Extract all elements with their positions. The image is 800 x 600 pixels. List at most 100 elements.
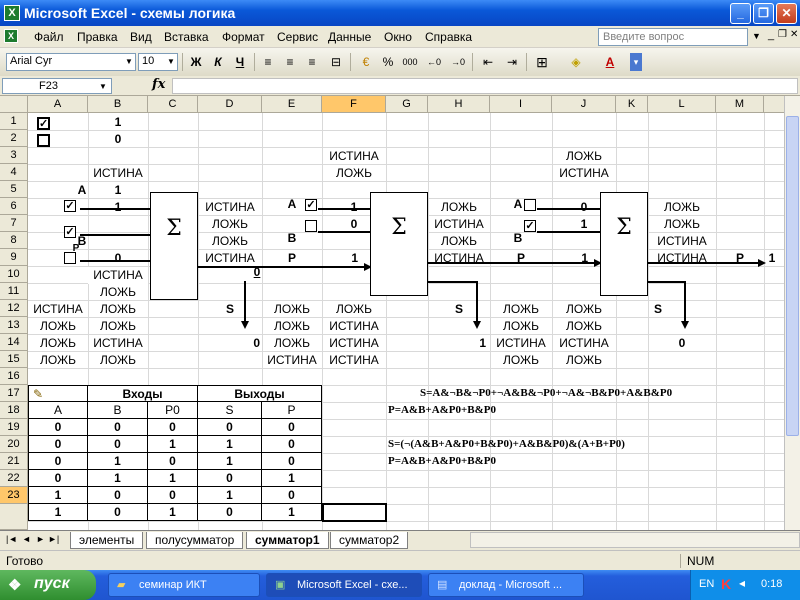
cell-f4[interactable]: ЛОЖЬ bbox=[336, 166, 372, 180]
tt-cell[interactable]: 1 bbox=[28, 487, 88, 504]
thousands-button[interactable]: 000 bbox=[402, 57, 418, 67]
merge-center-icon[interactable]: ⊟ bbox=[330, 55, 342, 69]
cell-e11[interactable]: ЛОЖЬ bbox=[274, 302, 310, 316]
cell-m8[interactable]: Р bbox=[735, 251, 744, 265]
cell-l7[interactable]: ИСТИНА bbox=[657, 234, 707, 248]
cell-f13[interactable]: ИСТИНА bbox=[329, 336, 379, 350]
tt-cell[interactable]: 0 bbox=[148, 419, 198, 436]
align-center-icon[interactable]: ≡ bbox=[286, 55, 294, 69]
row-header[interactable]: 22 bbox=[0, 470, 28, 487]
cell-a14[interactable]: ЛОЖЬ bbox=[40, 353, 76, 367]
column-header[interactable]: K bbox=[616, 96, 648, 113]
cell-j11[interactable]: ЛОЖЬ bbox=[566, 302, 602, 316]
tt-cell[interactable]: 0 bbox=[262, 487, 322, 504]
cell-i13[interactable]: ИСТИНА bbox=[496, 336, 546, 350]
column-header[interactable]: A bbox=[28, 96, 88, 113]
currency-icon[interactable]: € bbox=[362, 55, 370, 69]
cell-b8[interactable]: 0 bbox=[114, 251, 122, 265]
sheet-tab[interactable]: полусумматор bbox=[146, 532, 244, 549]
cell-d8[interactable]: ИСТИНА bbox=[205, 251, 255, 265]
selected-cell-f23[interactable] bbox=[322, 503, 387, 522]
row-header[interactable]: 16 bbox=[0, 368, 28, 385]
checkbox-true[interactable]: ✓ bbox=[37, 117, 50, 130]
cell-l6[interactable]: ЛОЖЬ bbox=[664, 217, 700, 231]
cell-j12[interactable]: ЛОЖЬ bbox=[566, 319, 602, 333]
cell-d7[interactable]: ЛОЖЬ bbox=[212, 234, 248, 248]
cell-b14[interactable]: ЛОЖЬ bbox=[100, 353, 136, 367]
sheet-tab-active[interactable]: сумматор1 bbox=[246, 532, 329, 549]
column-header[interactable]: B bbox=[88, 96, 148, 113]
last-sheet-icon[interactable]: ►| bbox=[48, 534, 60, 544]
formula-input[interactable] bbox=[172, 78, 798, 94]
next-sheet-icon[interactable]: ► bbox=[36, 534, 45, 544]
percent-button[interactable]: % bbox=[382, 55, 394, 69]
tt-cell[interactable]: 0 bbox=[28, 453, 88, 470]
cell-a12[interactable]: ЛОЖЬ bbox=[40, 319, 76, 333]
row-header[interactable]: 8 bbox=[0, 232, 28, 249]
cell-b4[interactable]: ИСТИНА bbox=[93, 166, 143, 180]
restore-button[interactable]: ❐ bbox=[753, 3, 774, 24]
tt-cell[interactable]: 0 bbox=[198, 419, 262, 436]
cell-h8[interactable]: ИСТИНА bbox=[434, 251, 484, 265]
borders-icon[interactable]: ⊞ bbox=[536, 54, 548, 70]
checkbox-b3[interactable]: ✓ bbox=[524, 220, 536, 232]
formula-s-2[interactable]: S=(¬(A&B+A&P0+B&P0)+A&B&P0)&(A+B+P0) bbox=[388, 438, 625, 450]
tt-cell[interactable]: 1 bbox=[262, 470, 322, 487]
fill-color-icon[interactable]: ◈ bbox=[571, 55, 581, 69]
doc-restore-icon[interactable]: ❐ bbox=[778, 29, 787, 40]
menu-edit[interactable]: Правка bbox=[77, 30, 118, 44]
cell-d11[interactable]: S bbox=[225, 302, 234, 316]
vertical-scrollbar[interactable] bbox=[784, 96, 800, 530]
cell-h6[interactable]: ИСТИНА bbox=[434, 217, 484, 231]
cell-f11[interactable]: ЛОЖЬ bbox=[336, 302, 372, 316]
row-header[interactable]: 11 bbox=[0, 283, 28, 300]
tt-cell[interactable]: 0 bbox=[88, 436, 148, 453]
menu-view[interactable]: Вид bbox=[130, 30, 152, 44]
column-header[interactable]: M bbox=[716, 96, 764, 113]
sheet-tab[interactable]: элементы bbox=[70, 532, 144, 549]
tt-cell[interactable]: 0 bbox=[28, 436, 88, 453]
cell-d9[interactable]: 0 bbox=[253, 265, 261, 279]
formula-p-1[interactable]: P=A&B+A&P0+B&P0 bbox=[388, 404, 497, 416]
menu-format[interactable]: Формат bbox=[222, 30, 265, 44]
tt-cell[interactable]: 0 bbox=[262, 419, 322, 436]
cell-j13[interactable]: ИСТИНА bbox=[559, 336, 609, 350]
taskbar-item-folder[interactable]: ▰ семинар ИКТ bbox=[108, 573, 260, 597]
font-size-select[interactable]: 10▼ bbox=[138, 53, 178, 71]
start-button[interactable]: ❖ пуск bbox=[0, 570, 96, 600]
tt-cell[interactable]: 1 bbox=[198, 453, 262, 470]
tt-cell[interactable]: 0 bbox=[198, 470, 262, 487]
scroll-thumb[interactable] bbox=[786, 116, 799, 436]
row-header[interactable]: 10 bbox=[0, 266, 28, 283]
column-header[interactable]: E bbox=[262, 96, 322, 113]
font-color-icon[interactable]: A bbox=[605, 55, 615, 69]
cell-b1[interactable]: 1 bbox=[114, 115, 122, 129]
tray-arrow-icon[interactable]: ◂ bbox=[739, 576, 746, 590]
cell-h11[interactable]: S bbox=[454, 302, 463, 316]
excel-app-icon[interactable]: X bbox=[4, 5, 20, 21]
tt-cell[interactable]: 1 bbox=[88, 453, 148, 470]
tt-cell[interactable]: 1 bbox=[148, 436, 198, 453]
antivirus-icon[interactable]: K bbox=[721, 576, 732, 592]
decrease-decimal-icon[interactable]: →0 bbox=[450, 57, 465, 67]
doc-close-icon[interactable]: ✕ bbox=[790, 29, 799, 40]
italic-button[interactable]: К bbox=[214, 55, 222, 69]
menu-insert[interactable]: Вставка bbox=[164, 30, 209, 44]
row-header[interactable]: 4 bbox=[0, 164, 28, 181]
cell-a13[interactable]: ЛОЖЬ bbox=[40, 336, 76, 350]
cell-b6[interactable]: 1 bbox=[114, 200, 122, 214]
row-header[interactable]: 6 bbox=[0, 198, 28, 215]
cell-l11[interactable]: S bbox=[653, 302, 662, 316]
cell-e13[interactable]: ЛОЖЬ bbox=[274, 336, 310, 350]
column-header[interactable]: H bbox=[428, 96, 490, 113]
cell-h5[interactable]: ЛОЖЬ bbox=[441, 200, 477, 214]
tt-cell[interactable]: 0 bbox=[198, 504, 262, 521]
cell-l13[interactable]: 0 bbox=[678, 336, 686, 350]
cell-j8[interactable]: 1 bbox=[581, 251, 588, 265]
font-name-select[interactable]: Arial Cyr▼ bbox=[6, 53, 136, 71]
tt-cell[interactable]: 0 bbox=[88, 504, 148, 521]
cell-e12[interactable]: ЛОЖЬ bbox=[274, 319, 310, 333]
ask-dropdown-icon[interactable]: ▼ bbox=[752, 31, 761, 41]
cell-d6[interactable]: ЛОЖЬ bbox=[212, 217, 248, 231]
cell-i12[interactable]: ЛОЖЬ bbox=[503, 319, 539, 333]
